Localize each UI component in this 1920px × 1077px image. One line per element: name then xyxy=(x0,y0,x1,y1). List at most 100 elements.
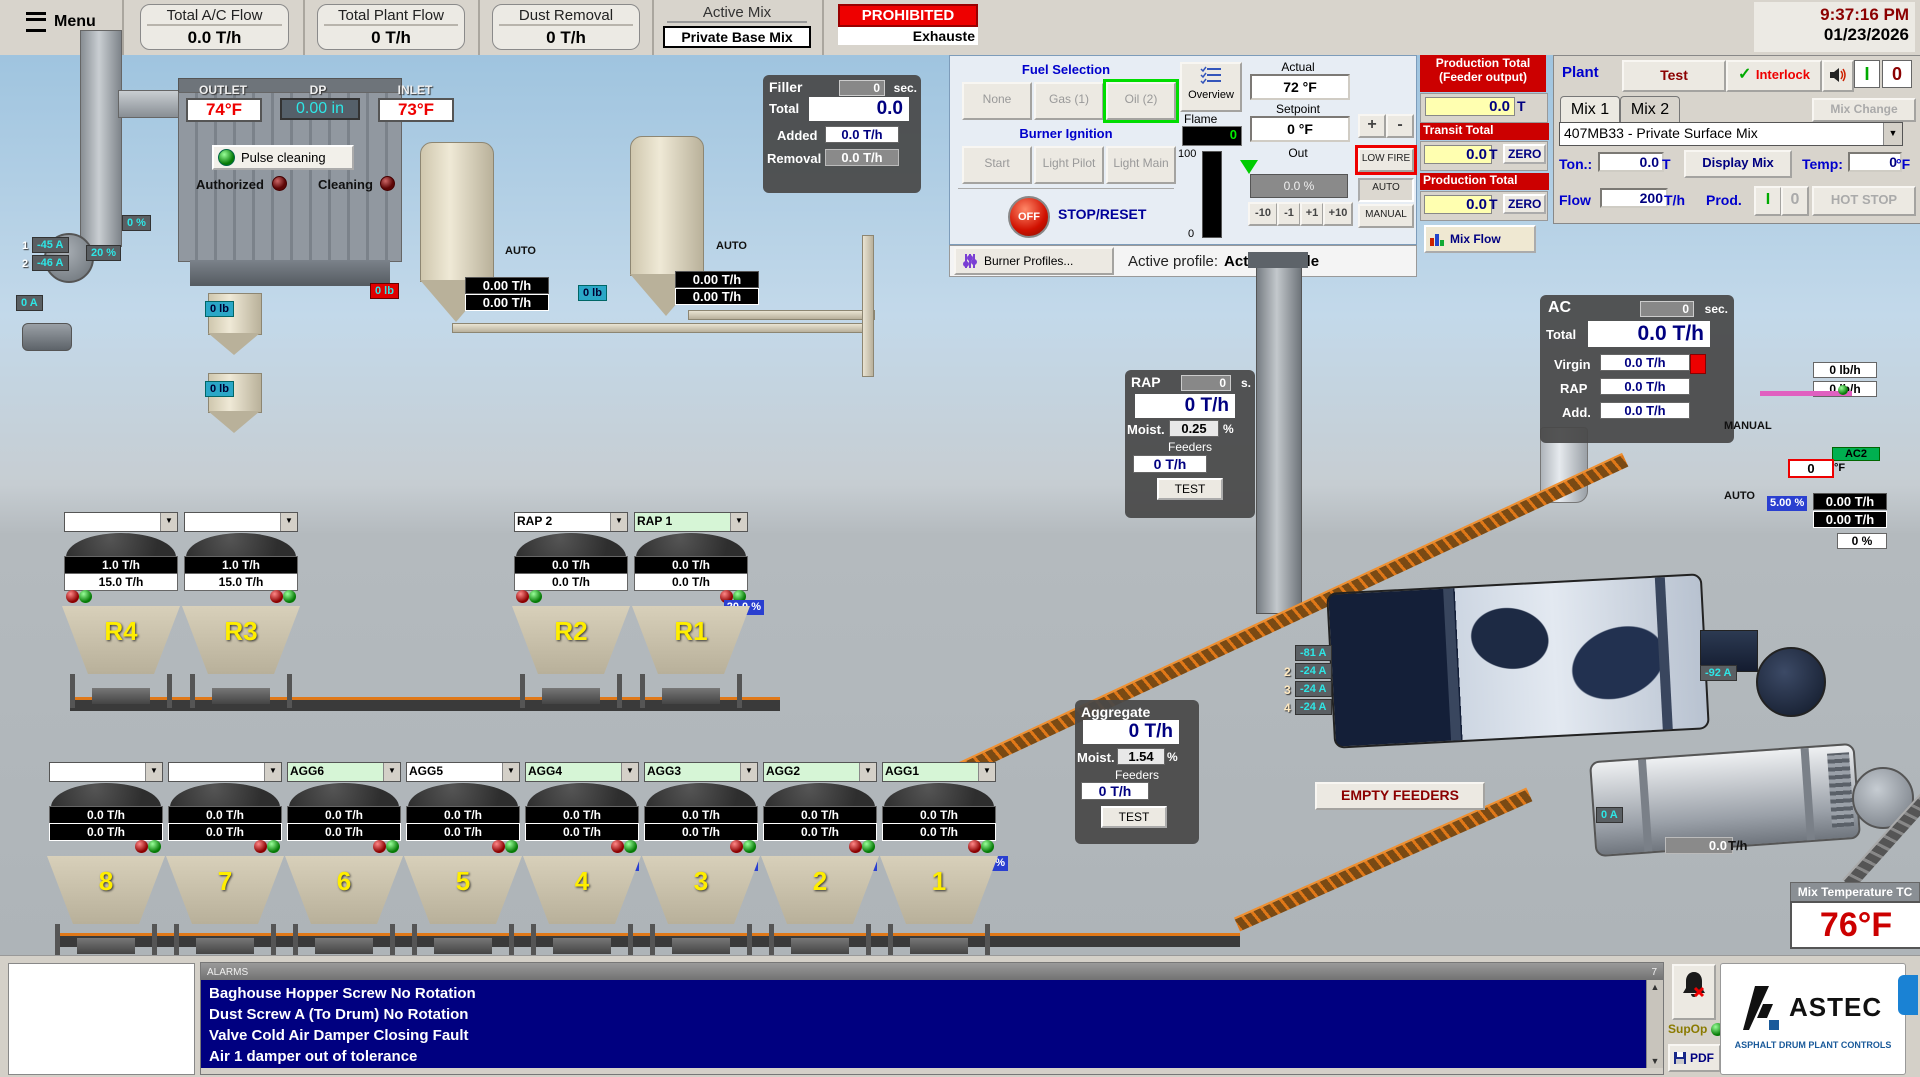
bin-5-setpoint[interactable]: 0.0 T/h xyxy=(406,823,520,841)
silo-a-rate2[interactable]: 0.00 T/h xyxy=(465,294,549,311)
mix-flow-button[interactable]: Mix Flow xyxy=(1424,225,1536,253)
production-zero-button[interactable]: ZERO xyxy=(1503,194,1547,214)
bin-6-material-select[interactable]: AGG6▼ xyxy=(287,762,401,782)
bin-feeder xyxy=(196,938,254,954)
bin-r4-material-select[interactable]: ▼ xyxy=(64,512,178,532)
bin-4-setpoint[interactable]: 0.0 T/h xyxy=(525,823,639,841)
bin-r4-setpoint[interactable]: 15.0 T/h xyxy=(64,573,178,591)
ignition-main-button[interactable]: Light Main xyxy=(1106,146,1176,184)
aggregate-test-button[interactable]: TEST xyxy=(1101,806,1167,828)
filler-total-value: 0.0 xyxy=(809,97,909,121)
bin-r1-setpoint[interactable]: 0.0 T/h xyxy=(634,573,748,591)
scroll-down-icon[interactable]: ▼ xyxy=(1650,1056,1660,1066)
transit-zero-button[interactable]: ZERO xyxy=(1503,144,1547,164)
step-plus10-button[interactable]: +10 xyxy=(1323,202,1353,226)
alarm-item[interactable]: Air 1 damper out of tolerance xyxy=(209,1048,418,1065)
setpoint-minus-button[interactable]: - xyxy=(1386,114,1414,138)
remote-access-icon[interactable] xyxy=(1898,975,1918,1015)
setpoint-plus-button[interactable]: + xyxy=(1358,114,1386,138)
test-button[interactable]: Test xyxy=(1622,60,1726,92)
alarm-item[interactable]: Dust Screw A (To Drum) No Rotation xyxy=(209,1006,469,1023)
rap-moist-value[interactable]: 0.25 xyxy=(1169,420,1219,437)
chevron-down-icon: ▼ xyxy=(978,763,995,781)
hot-stop-button[interactable]: HOT STOP xyxy=(1812,186,1916,216)
temp-input[interactable]: 0 xyxy=(1848,152,1902,172)
fuel-none-button[interactable]: None xyxy=(962,82,1032,120)
burner-profiles-button[interactable]: Burner Profiles... xyxy=(954,247,1114,275)
silo-b-rate2[interactable]: 0.00 T/h xyxy=(675,288,759,305)
aggregate-moist-value[interactable]: 1.54 xyxy=(1117,748,1165,765)
transit-header: Transit Total xyxy=(1420,123,1549,140)
ignition-pilot-button[interactable]: Light Pilot xyxy=(1034,146,1104,184)
pulse-cleaning-button[interactable]: Pulse cleaning xyxy=(212,145,354,170)
prod-feeder-value: 0.0 xyxy=(1425,97,1515,116)
bin-8-setpoint[interactable]: 0.0 T/h xyxy=(49,823,163,841)
manual-button[interactable]: MANUAL xyxy=(1358,204,1414,228)
alarm-scrollbar[interactable]: ▲▼ xyxy=(1646,980,1663,1068)
auto-button[interactable]: AUTO xyxy=(1358,178,1414,202)
bin-feeder xyxy=(315,938,373,954)
fuel-gas-button[interactable]: Gas (1) xyxy=(1034,82,1104,120)
mix-select-dropdown[interactable]: 407MB33 - Private Surface Mix ▼ xyxy=(1559,122,1903,146)
rap-panel: RAP 0 s. 0 T/h Moist. 0.25 % Feeders 0 T… xyxy=(1125,370,1255,518)
alarm-item[interactable]: Baghouse Hopper Screw No Rotation xyxy=(209,985,476,1002)
bin-3-material-select[interactable]: AGG3▼ xyxy=(644,762,758,782)
low-fire-button[interactable]: LOW FIRE xyxy=(1355,145,1417,175)
bin-5-material-select[interactable]: AGG5▼ xyxy=(406,762,520,782)
transit-unit: T xyxy=(1489,146,1498,162)
alarm-ack-button[interactable] xyxy=(1672,964,1716,1020)
rap-timer-unit: s. xyxy=(1240,376,1251,390)
rap-test-button[interactable]: TEST xyxy=(1157,478,1223,500)
bin-7-setpoint[interactable]: 0.0 T/h xyxy=(168,823,282,841)
bin-4-material-select[interactable]: AGG4▼ xyxy=(525,762,639,782)
mix-change-button[interactable]: Mix Change xyxy=(1812,98,1916,122)
scroll-up-icon[interactable]: ▲ xyxy=(1650,982,1660,992)
bin-8-material-select[interactable]: ▼ xyxy=(49,762,163,782)
ac-timer[interactable]: 0 xyxy=(1640,301,1694,317)
bin-2-setpoint[interactable]: 0.0 T/h xyxy=(763,823,877,841)
ac-rate-2[interactable]: 0.00 T/h xyxy=(1813,511,1887,528)
filler-timer[interactable]: 0 xyxy=(839,80,885,96)
authorized-led xyxy=(272,176,287,191)
menu-button[interactable]: Menu xyxy=(26,12,96,32)
empty-feeders-button[interactable]: EMPTY FEEDERS xyxy=(1315,782,1485,810)
ignition-start-button[interactable]: Start xyxy=(962,146,1032,184)
burner-off-button[interactable]: OFF xyxy=(1008,196,1050,238)
prod-run-button[interactable]: I xyxy=(1754,186,1782,216)
bin-1-material-select[interactable]: AGG1▼ xyxy=(882,762,996,782)
bin-r3-material-select[interactable]: ▼ xyxy=(184,512,298,532)
bin-1-setpoint[interactable]: 0.0 T/h xyxy=(882,823,996,841)
bin-6-setpoint[interactable]: 0.0 T/h xyxy=(287,823,401,841)
step-minus1-button[interactable]: -1 xyxy=(1277,202,1301,226)
setpoint-value[interactable]: 0 °F xyxy=(1250,116,1350,142)
bin-r4-rate: 1.0 T/h xyxy=(64,556,178,574)
bin-r3-setpoint[interactable]: 15.0 T/h xyxy=(184,573,298,591)
step-minus10-button[interactable]: -10 xyxy=(1248,202,1278,226)
ton-input[interactable]: 0.0 xyxy=(1598,152,1664,172)
active-mix-value[interactable]: Private Base Mix xyxy=(663,26,811,48)
stop-reset-button[interactable]: STOP/RESET xyxy=(1058,206,1147,222)
ac-temp-input[interactable]: 0 xyxy=(1788,459,1834,478)
display-mix-button[interactable]: Display Mix xyxy=(1684,150,1792,178)
bin-7-material-select[interactable]: ▼ xyxy=(168,762,282,782)
fuel-oil-button[interactable]: Oil (2) xyxy=(1103,79,1179,123)
alarm-list[interactable]: Baghouse Hopper Screw No Rotation Dust S… xyxy=(201,980,1647,1068)
mute-button[interactable] xyxy=(1822,60,1854,92)
step-plus1-button[interactable]: +1 xyxy=(1300,202,1324,226)
flow-input[interactable]: 200 xyxy=(1600,188,1668,208)
bin-r1-material-select[interactable]: RAP 1▼ xyxy=(634,512,748,532)
astec-tagline: ASPHALT DRUM PLANT CONTROLS xyxy=(1734,1040,1892,1050)
alarm-item[interactable]: Valve Cold Air Damper Closing Fault xyxy=(209,1027,469,1044)
overview-button[interactable]: Overview xyxy=(1180,62,1242,112)
pdf-button[interactable]: PDF xyxy=(1668,1044,1721,1072)
bin-r2-material-select[interactable]: RAP 2▼ xyxy=(514,512,628,532)
tab-mix2[interactable]: Mix 2 xyxy=(1620,96,1680,123)
bin-r2-setpoint[interactable]: 0.0 T/h xyxy=(514,573,628,591)
bin-2-material: AGG2 xyxy=(766,764,801,778)
rap-timer[interactable]: 0 xyxy=(1181,375,1231,391)
bin-2-material-select[interactable]: AGG2▼ xyxy=(763,762,877,782)
bin-3-setpoint[interactable]: 0.0 T/h xyxy=(644,823,758,841)
interlock-button[interactable]: ✓ Interlock xyxy=(1726,60,1822,92)
tab-mix1[interactable]: Mix 1 xyxy=(1560,96,1620,123)
prod-stop-button[interactable]: 0 xyxy=(1781,186,1809,216)
